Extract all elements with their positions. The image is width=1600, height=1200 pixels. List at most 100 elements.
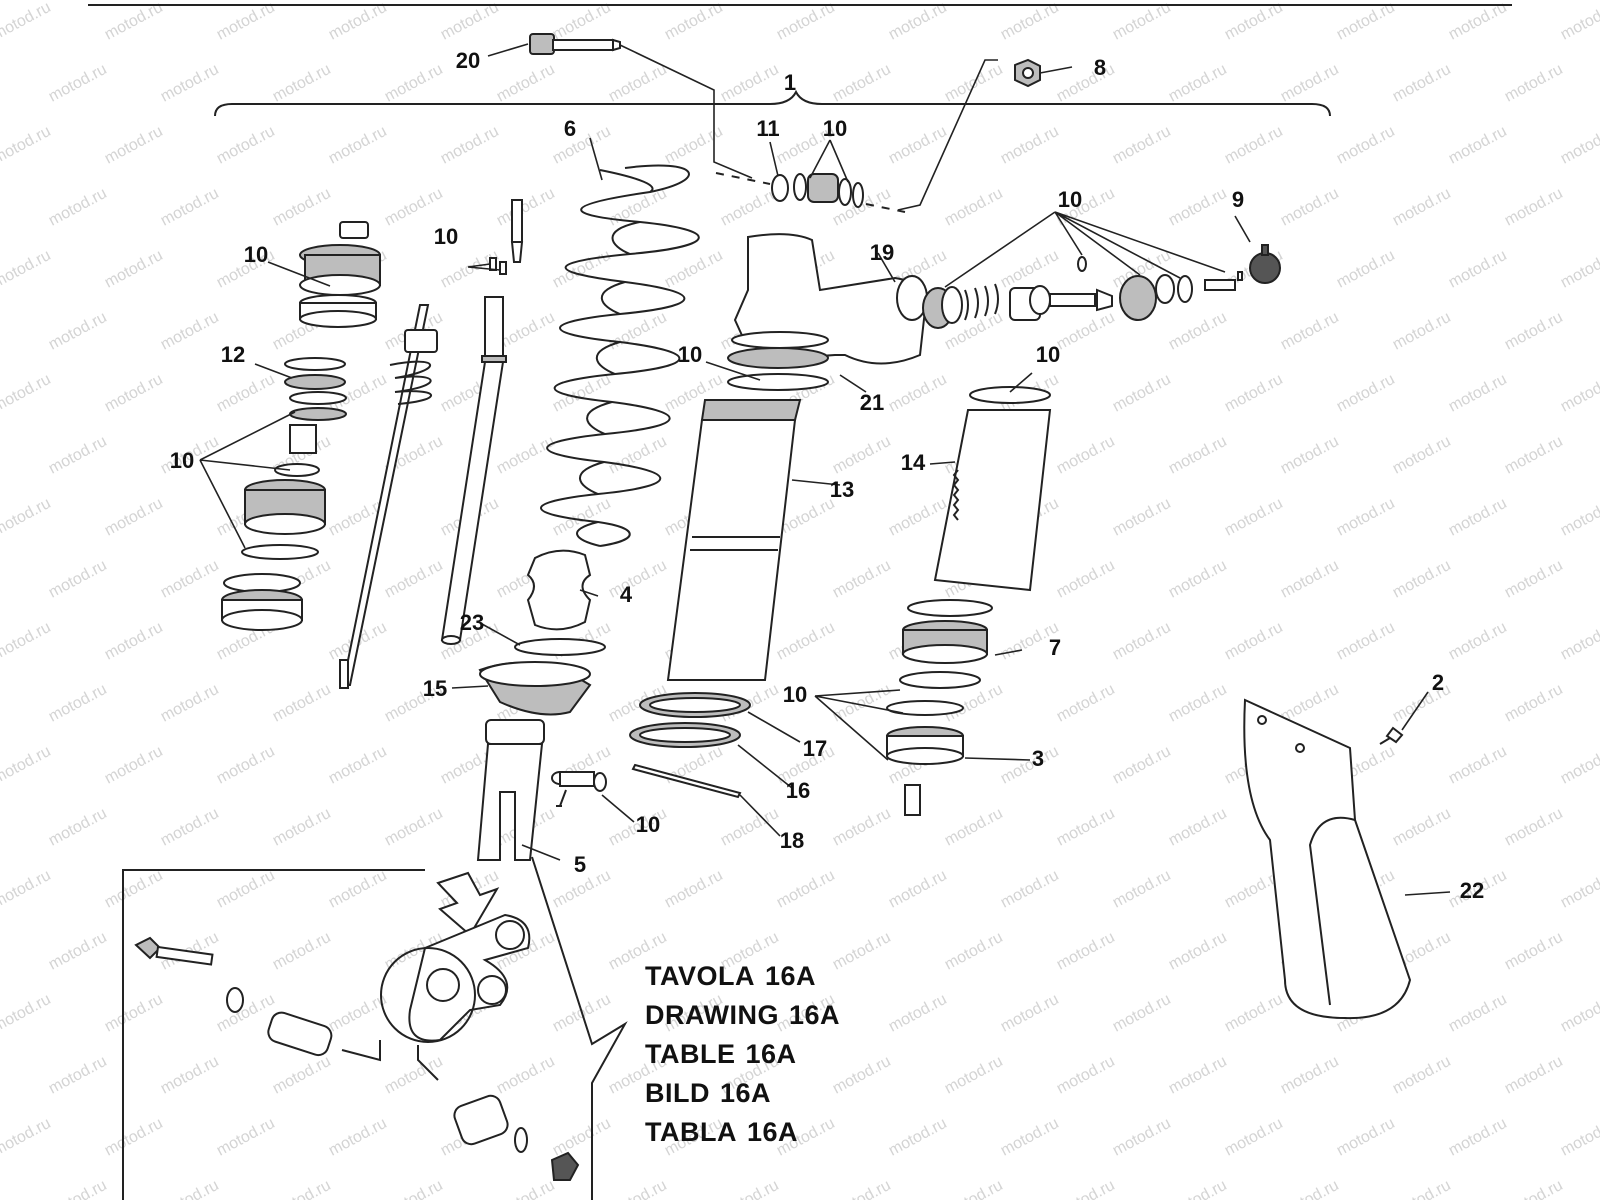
ref-word: BILD	[645, 1078, 710, 1108]
watermark-text: motod.ru	[270, 805, 334, 850]
callout-2: 2	[1432, 670, 1444, 695]
watermark-text: motod.ru	[270, 681, 334, 726]
watermark-text: motod.ru	[270, 1053, 334, 1098]
watermark-text: motod.ru	[1446, 0, 1510, 44]
watermark-text: motod.ru	[886, 867, 950, 912]
watermark-text: motod.ru	[0, 0, 54, 44]
watermark-text: motod.ru	[550, 1115, 614, 1160]
watermark-text: motod.ru	[1222, 1115, 1286, 1160]
watermark-text: motod.ru	[606, 309, 670, 354]
watermark-text: motod.ru	[326, 0, 390, 44]
watermark-text: motod.ru	[1558, 991, 1600, 1036]
watermark-text: motod.ru	[1334, 371, 1398, 416]
watermark-text: motod.ru	[46, 681, 110, 726]
watermark-text: motod.ru	[46, 1177, 110, 1200]
ref-word: TAVOLA	[645, 961, 755, 991]
watermark-text: motod.ru	[1278, 433, 1342, 478]
watermark-text: motod.ru	[1334, 247, 1398, 292]
watermark-text: motod.ru	[1390, 433, 1454, 478]
watermark-text: motod.ru	[1502, 681, 1566, 726]
watermark-text: motod.ru	[382, 61, 446, 106]
watermark-text: motod.ru	[46, 805, 110, 850]
callout-4: 4	[620, 582, 633, 607]
watermark-text: motod.ru	[606, 61, 670, 106]
watermark-text: motod.ru	[1278, 309, 1342, 354]
watermark-text: motod.ru	[0, 991, 54, 1036]
watermark-text: motod.ru	[830, 681, 894, 726]
watermark-text: motod.ru	[102, 371, 166, 416]
watermark-text: motod.ru	[1166, 433, 1230, 478]
watermark-text: motod.ru	[1558, 495, 1600, 540]
watermark-text: motod.ru	[1390, 61, 1454, 106]
watermark-text: motod.ru	[1278, 1053, 1342, 1098]
watermark-text: motod.ru	[998, 991, 1062, 1036]
watermark-text: motod.ru	[1334, 0, 1398, 44]
watermark-text: motod.ru	[270, 1177, 334, 1200]
watermark-text: motod.ru	[0, 1115, 54, 1160]
watermark-text: motod.ru	[46, 557, 110, 602]
callout-14: 14	[901, 450, 926, 475]
watermark-text: motod.ru	[1558, 0, 1600, 44]
watermark-text: motod.ru	[494, 433, 558, 478]
watermark-text: motod.ru	[382, 557, 446, 602]
watermark-text: motod.ru	[1502, 309, 1566, 354]
watermark-text: motod.ru	[1390, 309, 1454, 354]
seal-stack-7-3	[886, 599, 993, 816]
watermark-text: motod.ru	[102, 867, 166, 912]
callout-10-clevis: 10	[636, 812, 660, 837]
watermark-text: motod.ru	[774, 0, 838, 44]
watermark-text: motod.ru	[1166, 557, 1230, 602]
watermark-text: motod.ru	[158, 1053, 222, 1098]
watermark-text: motod.ru	[158, 1177, 222, 1200]
watermark-text: motod.ru	[438, 0, 502, 44]
watermark-text: motod.ru	[46, 185, 110, 230]
watermark-text: motod.ru	[1390, 805, 1454, 850]
watermark-text: motod.ru	[1334, 1115, 1398, 1160]
watermark-text: motod.ru	[1390, 1053, 1454, 1098]
thin-rod	[339, 304, 430, 689]
watermark-text: motod.ru	[662, 247, 726, 292]
watermark-text: motod.ru	[158, 805, 222, 850]
watermark-text: motod.ru	[1446, 619, 1510, 664]
adjuster-valve-train	[922, 244, 1281, 329]
watermark-text: motod.ru	[46, 61, 110, 106]
watermark-text: motod.ru	[494, 1053, 558, 1098]
watermark-text: motod.ru	[1502, 185, 1566, 230]
watermark-text: motod.ru	[1054, 1177, 1118, 1200]
damper-shaft	[440, 296, 507, 645]
watermark-text: motod.ru	[1446, 123, 1510, 168]
callout-10-valve: 10	[1058, 187, 1082, 212]
watermark-text: motod.ru	[1110, 0, 1174, 44]
boot-14	[933, 386, 1052, 592]
watermark-text: motod.ru	[998, 247, 1062, 292]
mud-guard-22	[1243, 698, 1412, 1020]
ref-word: DRAWING	[645, 1000, 779, 1030]
watermark-text: motod.ru	[326, 867, 390, 912]
callout-9: 9	[1232, 187, 1244, 212]
watermark-text: motod.ru	[214, 123, 278, 168]
watermark-text: motod.ru	[102, 619, 166, 664]
watermark-text: motod.ru	[1110, 495, 1174, 540]
callout-15: 15	[423, 676, 447, 701]
watermark-text: motod.ru	[998, 1115, 1062, 1160]
callout-10-lower: 10	[783, 682, 807, 707]
watermark-text: motod.ru	[1222, 619, 1286, 664]
bolt-20	[529, 33, 753, 179]
watermark-text: motod.ru	[1446, 991, 1510, 1036]
watermark-text: motod.ru	[1222, 123, 1286, 168]
watermark-text: motod.ru	[830, 433, 894, 478]
watermark-text: motod.ru	[1278, 185, 1342, 230]
watermark-text: motod.ru	[1110, 991, 1174, 1036]
callout-7: 7	[1049, 635, 1061, 660]
watermark-text: motod.ru	[830, 557, 894, 602]
watermark-text: motod.ru	[46, 433, 110, 478]
watermark-text: motod.ru	[718, 61, 782, 106]
callout-10-boot: 10	[1036, 342, 1060, 367]
watermark-text: motod.ru	[998, 123, 1062, 168]
ref-code: 16A	[746, 1039, 797, 1069]
watermark-text: motod.ru	[158, 309, 222, 354]
watermark-text: motod.ru	[1446, 743, 1510, 788]
